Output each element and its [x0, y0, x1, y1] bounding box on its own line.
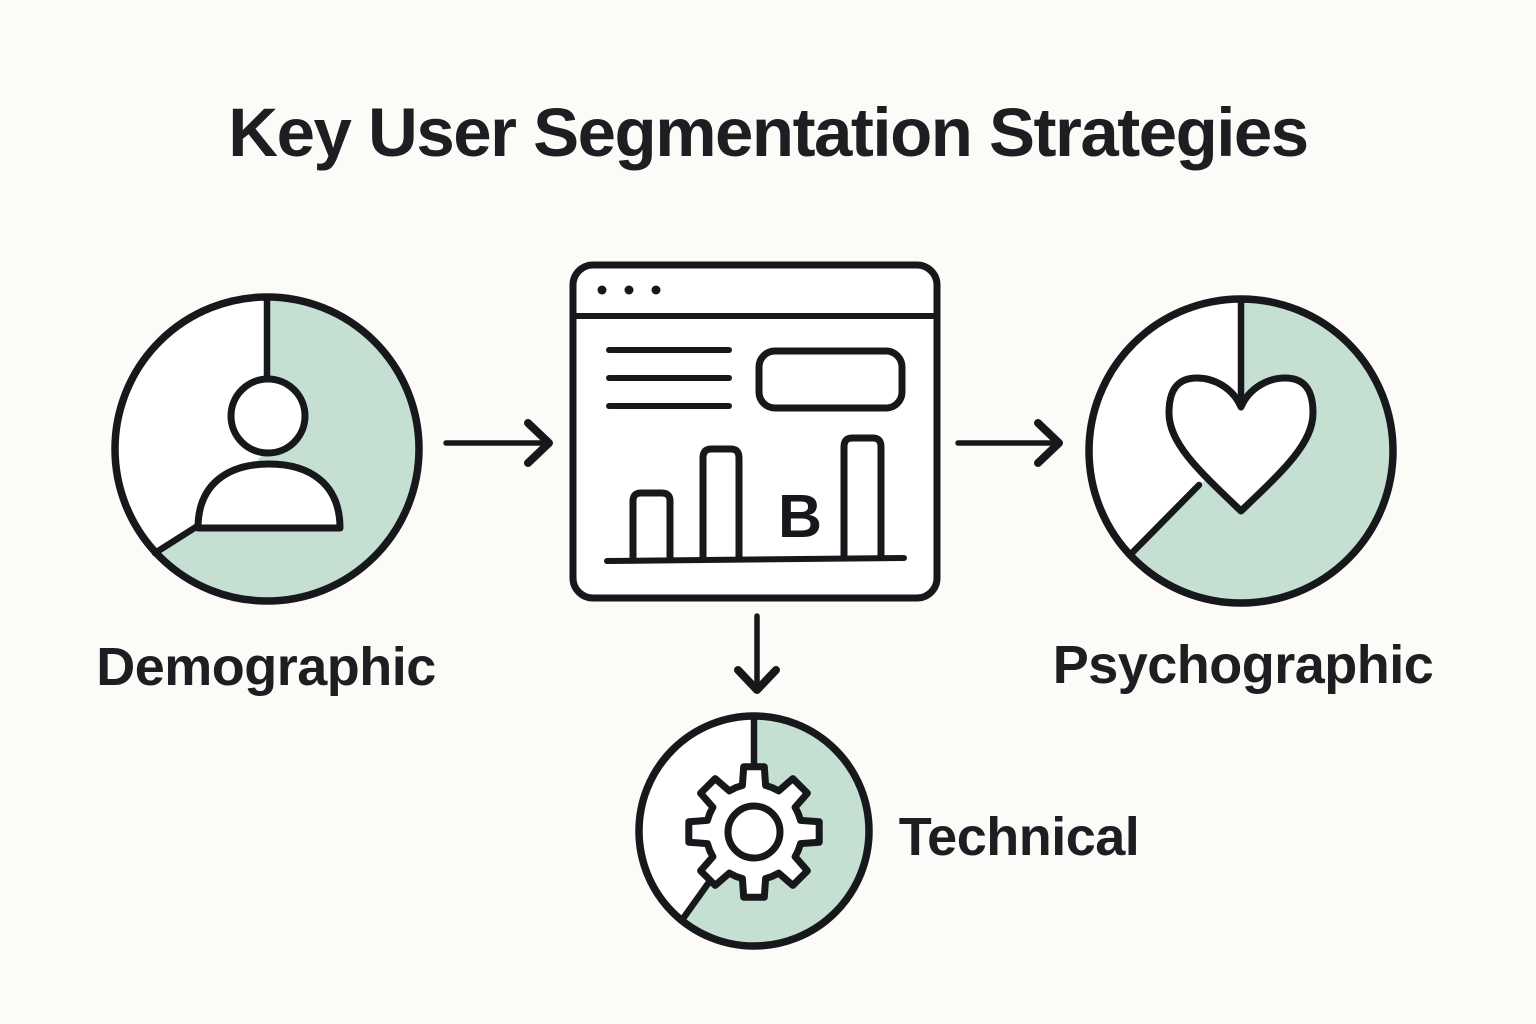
bar-chart-icon: B: [604, 434, 907, 564]
technical-node: [635, 712, 873, 950]
bar-small: [629, 489, 674, 561]
arrow-right-1: [443, 419, 553, 467]
browser-panel-box: [755, 347, 906, 412]
browser-dots-icon: [597, 285, 661, 295]
bar-medium: [699, 445, 743, 561]
psychographic-label: Psychographic: [1052, 635, 1434, 695]
arrow-down: [734, 613, 780, 694]
text-lines-icon: [606, 347, 732, 409]
pie-outline-circle: [1085, 295, 1397, 607]
bar-label-b: B: [778, 482, 822, 550]
page-title: Key User Segmentation Strategies: [228, 94, 1309, 171]
person-head: [227, 375, 309, 457]
arrowhead-right-icon: [1034, 419, 1063, 467]
person-shoulders: [194, 460, 344, 532]
pie-outline-circle: [111, 293, 423, 605]
pie-divider-diagonal-line: [1126, 481, 1203, 559]
bar-tall: [840, 434, 885, 560]
gear-body: [685, 763, 823, 901]
demographic-label: Demographic: [96, 637, 436, 697]
gear-icon: [685, 763, 823, 901]
demographic-node: [111, 293, 423, 605]
gear-hole: [724, 802, 784, 862]
browser-window-icon: B: [569, 261, 941, 602]
heart-icon: [1165, 374, 1317, 515]
platform-node: B: [569, 261, 941, 602]
pie-outline-circle: [635, 712, 873, 950]
chart-baseline: [604, 555, 907, 564]
psychographic-node: [1085, 295, 1397, 607]
arrowhead-down-icon: [734, 666, 780, 694]
pie-divider-diagonal-line: [678, 874, 716, 924]
arrowhead-right-icon: [524, 419, 553, 467]
arrow-right-2: [955, 419, 1063, 467]
person-icon: [194, 375, 344, 532]
technical-label: Technical: [898, 807, 1140, 867]
